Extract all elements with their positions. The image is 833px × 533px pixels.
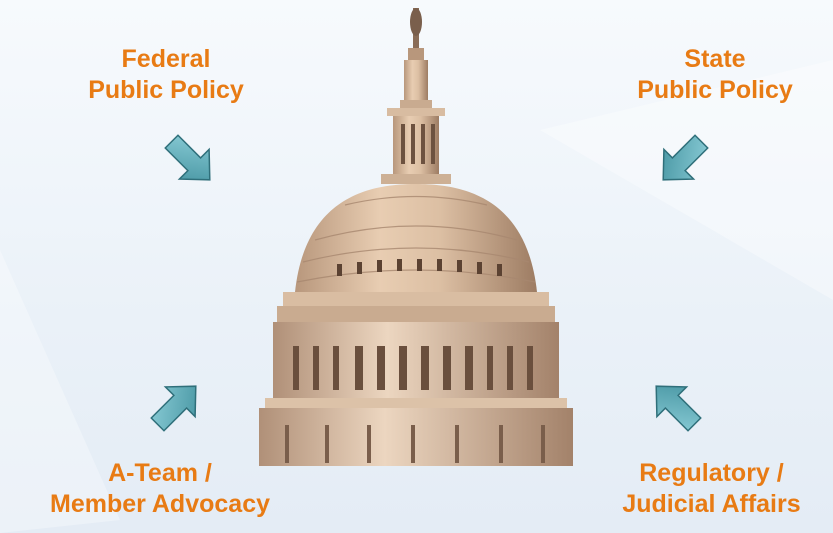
reg-label-line2: Judicial Affairs: [622, 490, 801, 518]
dome-shape: [295, 184, 537, 292]
member-advocacy-label: A-Team / Member Advocacy: [0, 458, 320, 520]
colonnade-shape: [259, 292, 573, 466]
federal-public-policy-label: Federal Public Policy: [66, 44, 266, 106]
regulatory-judicial-label: Regulatory / Judicial Affairs: [590, 458, 833, 520]
capitol-dome-image: [259, 8, 573, 466]
arrow-down-left-icon: [662, 134, 709, 181]
federal-label-line2: Public Policy: [88, 76, 244, 104]
statue-shape: [400, 8, 432, 108]
lantern-shape: [381, 108, 451, 184]
arrow-up-left-icon: [655, 385, 702, 432]
state-label-line2: Public Policy: [637, 76, 793, 104]
state-label-line1: State: [684, 45, 746, 73]
arrow-up-right-icon: [150, 385, 197, 432]
state-public-policy-label: State Public Policy: [605, 44, 825, 106]
ateam-label-line2: Member Advocacy: [50, 490, 270, 518]
federal-label-line1: Federal: [121, 45, 211, 73]
arrow-down-right-icon: [164, 134, 211, 181]
reg-label-line1: Regulatory /: [639, 459, 784, 487]
ateam-label-line1: A-Team /: [108, 459, 212, 487]
